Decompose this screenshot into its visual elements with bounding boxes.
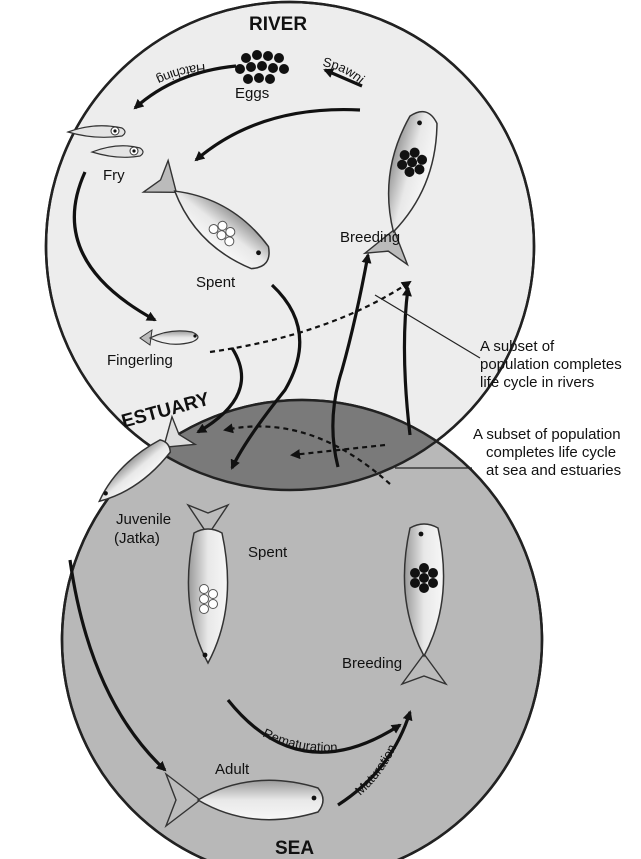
stage-breeding-sea-label: Breeding [342, 655, 402, 672]
river-label: RIVER [249, 14, 307, 35]
stage-breeding-river-label: Breeding [340, 229, 400, 246]
stage-fingerling-label: Fingerling [107, 352, 173, 369]
stage-adult-label: Adult [215, 761, 250, 778]
sea-subset-note-line1: A subset of population [473, 426, 621, 443]
fingerling-icon [140, 330, 198, 345]
river-subset-note-line2: population completes [480, 356, 622, 373]
river-subset-note-line3: life cycle in rivers [480, 374, 594, 391]
stage-eggs-label: Eggs [235, 85, 269, 102]
stage-spent-river-label: Spent [196, 274, 236, 291]
river-subset-note-line1: A subset of [480, 338, 555, 355]
sea-subset-note-line2: completes life cycle [486, 444, 616, 461]
stage-spent-sea-label: Spent [248, 544, 288, 561]
stage-juvenile-label-line2: (Jatka) [114, 530, 160, 547]
stage-fry-label: Fry [103, 167, 125, 184]
sea-subset-note-line3: at sea and estuaries [486, 462, 621, 479]
sea-label: SEA [275, 838, 314, 859]
stage-juvenile-label-line1: Juvenile [116, 511, 171, 528]
